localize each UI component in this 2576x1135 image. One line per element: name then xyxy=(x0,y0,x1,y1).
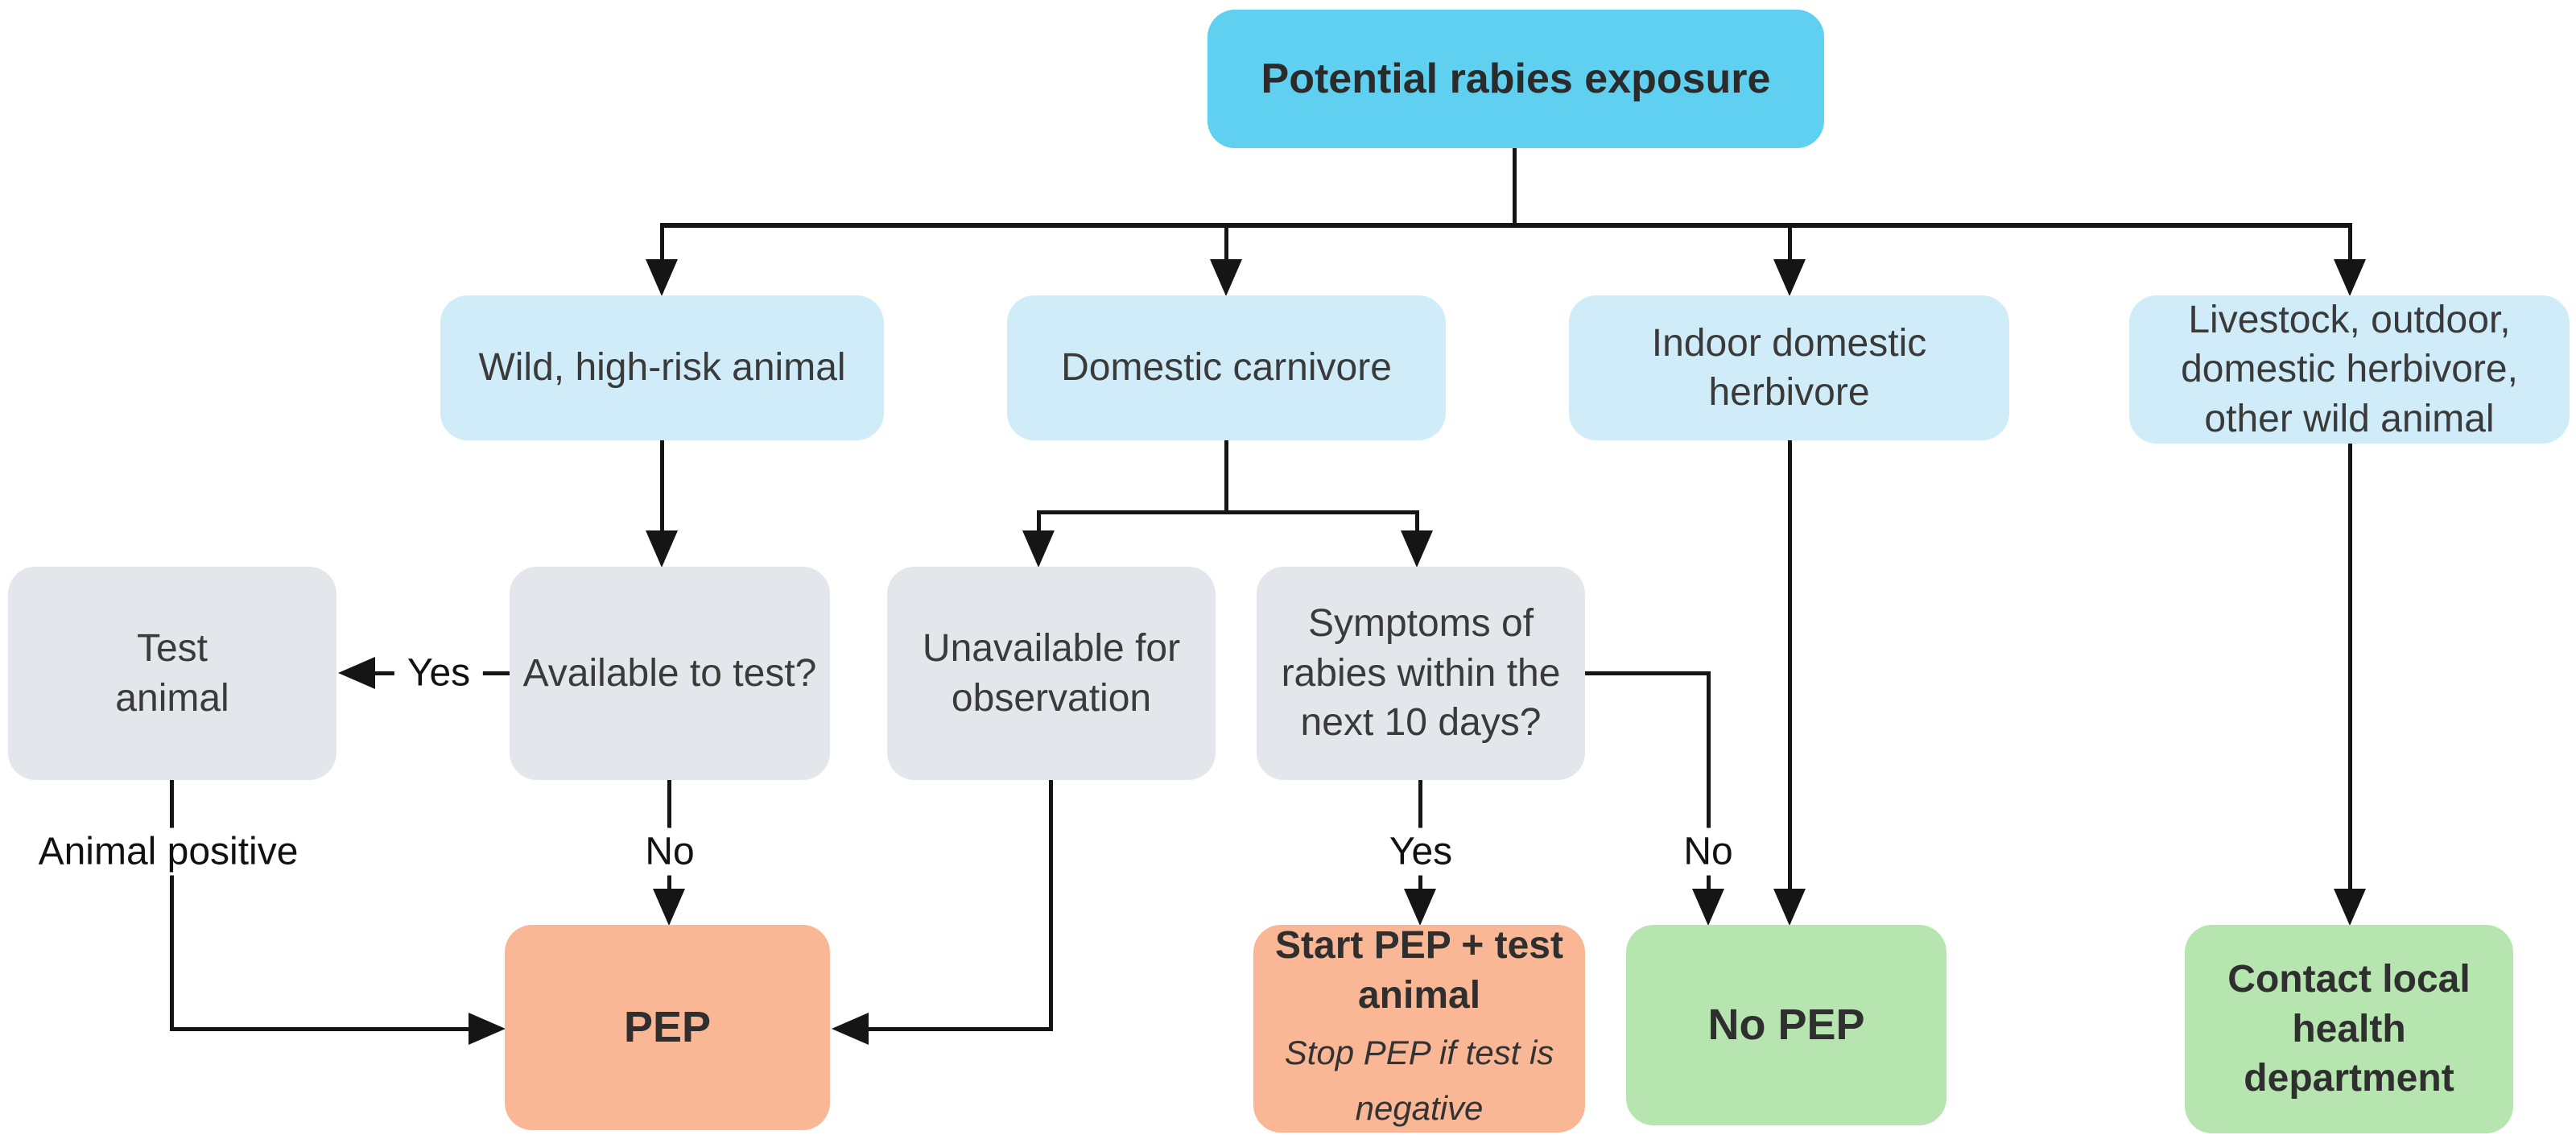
node-wild-high-risk-animal: Wild, high-risk animal xyxy=(440,295,884,440)
arrowhead-into-livestock xyxy=(2334,259,2366,296)
node-test-animal: Test animal xyxy=(8,567,336,780)
connector-drop-livestock xyxy=(2348,223,2352,265)
connector-indoor-down xyxy=(1788,440,1792,893)
connector-unavailable-down xyxy=(1049,780,1053,1031)
connector-top-rail xyxy=(660,223,2352,228)
connector-domestic-rail xyxy=(1037,510,1419,514)
arrowhead-symptoms-no-into-no-pep xyxy=(1692,889,1724,926)
edge-label-yes-test: Yes xyxy=(394,649,484,697)
node-label: Indoor domestic herbivore xyxy=(1651,321,1927,414)
connector-drop-unavailable xyxy=(1037,510,1041,534)
node-symptoms-within-10-days: Symptoms of rabies within the next 10 da… xyxy=(1257,567,1585,780)
arrowhead-animal-positive-into-pep xyxy=(469,1013,506,1045)
connector-test-animal-down xyxy=(170,780,174,1031)
connector-symptoms-no-across xyxy=(1585,671,1711,675)
node-contact-local-health-department: Contact local health department xyxy=(2185,925,2513,1133)
node-label: Potential rabies exposure xyxy=(1261,55,1771,102)
arrowhead-into-symptoms xyxy=(1401,530,1433,568)
node-potential-rabies-exposure: Potential rabies exposure xyxy=(1208,10,1824,148)
node-label: Contact local health department xyxy=(2227,958,2471,1100)
node-label: Start PEP + test animal xyxy=(1275,924,1563,1017)
arrowhead-unavailable-into-pep xyxy=(832,1013,869,1045)
connector-drop-indoor xyxy=(1788,223,1792,265)
node-label: Available to test? xyxy=(522,651,817,695)
arrowhead-into-unavailable xyxy=(1022,530,1055,568)
connector-symptoms-no-down xyxy=(1707,671,1711,893)
node-label: Unavailable for observation xyxy=(922,627,1181,720)
arrowhead-into-start-pep xyxy=(1404,889,1436,926)
connector-unavailable-across xyxy=(867,1027,1053,1031)
connector-livestock-down xyxy=(2348,444,2352,893)
arrowhead-into-test-animal xyxy=(338,657,375,689)
arrowhead-into-contact xyxy=(2334,889,2366,926)
edge-label-yes-start-pep: Yes xyxy=(1376,828,1466,876)
node-start-pep-test-animal: Start PEP + test animal Stop PEP if test… xyxy=(1253,924,1585,1133)
arrowhead-available-no-into-pep xyxy=(653,889,685,926)
connector-wild-available xyxy=(660,440,664,534)
arrowhead-into-domestic xyxy=(1210,259,1242,296)
connector-test-animal-across xyxy=(170,1027,470,1031)
node-pep: PEP xyxy=(505,925,830,1130)
node-label: Test animal xyxy=(115,627,229,720)
connector-drop-symptoms xyxy=(1415,510,1419,534)
connector-root-trunk xyxy=(1513,148,1517,225)
edge-label-animal-positive: Animal positive xyxy=(25,828,312,876)
node-label: Symptoms of rabies within the next 10 da… xyxy=(1281,602,1561,745)
edge-label-no-pep: No xyxy=(632,828,708,876)
arrowhead-indoor-into-no-pep xyxy=(1773,889,1806,926)
node-livestock-outdoor-other: Livestock, outdoor, domestic herbivore, … xyxy=(2129,295,2570,444)
node-label: Domestic carnivore xyxy=(1061,346,1392,390)
node-label: No PEP xyxy=(1707,1000,1865,1049)
node-domestic-carnivore: Domestic carnivore xyxy=(1007,295,1446,440)
node-sublabel: Stop PEP if test is negative xyxy=(1284,1034,1554,1128)
edge-label-no-no-pep: No xyxy=(1670,828,1746,876)
node-label: Wild, high-risk animal xyxy=(478,346,846,390)
connector-domestic-trunk xyxy=(1224,440,1228,514)
node-no-pep: No PEP xyxy=(1626,925,1946,1125)
node-available-to-test: Available to test? xyxy=(510,567,830,780)
node-label: PEP xyxy=(623,1002,712,1051)
arrowhead-into-wild xyxy=(646,259,678,296)
arrowhead-into-indoor xyxy=(1773,259,1806,296)
node-indoor-domestic-herbivore: Indoor domestic herbivore xyxy=(1569,295,2009,440)
node-label: Livestock, outdoor, domestic herbivore, … xyxy=(2181,298,2518,440)
node-unavailable-for-observation: Unavailable for observation xyxy=(887,567,1216,780)
connector-drop-wild xyxy=(660,223,664,265)
connector-drop-domestic xyxy=(1224,223,1228,265)
arrowhead-into-available xyxy=(646,530,678,568)
